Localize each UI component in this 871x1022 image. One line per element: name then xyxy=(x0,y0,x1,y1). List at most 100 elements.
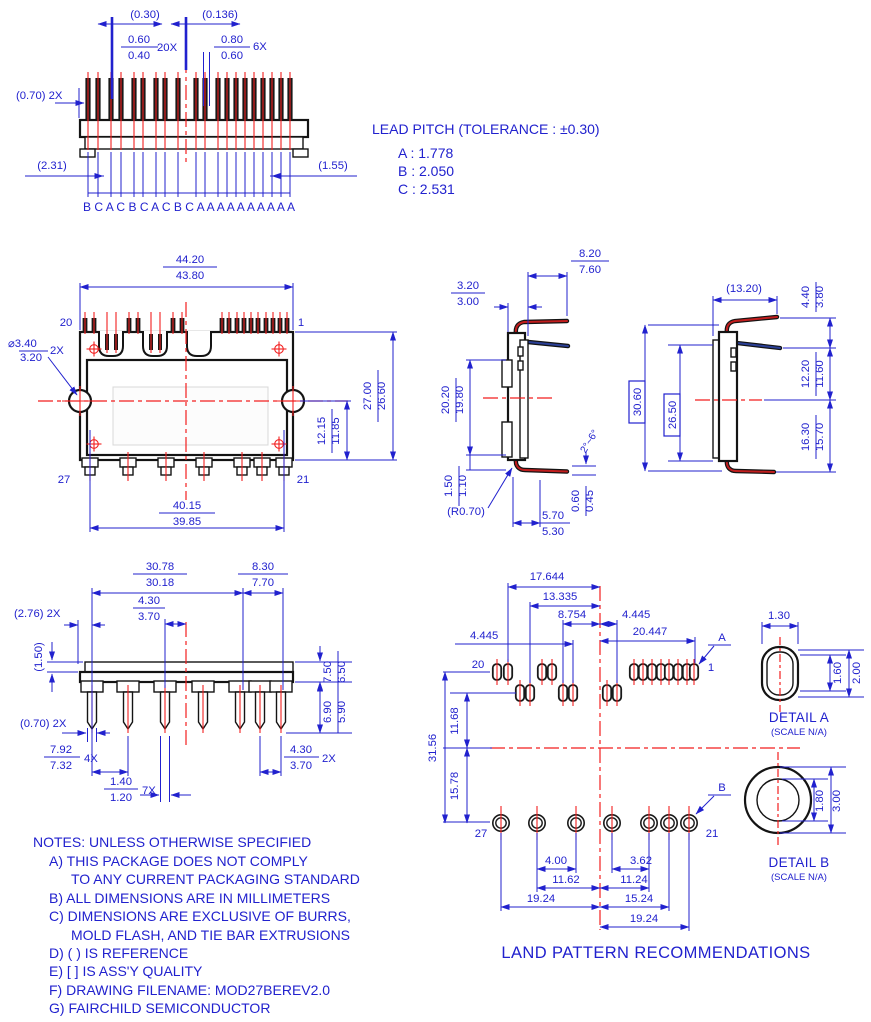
detail-a: 1.30 1.60 2.00 DETAIL A (SCALE N/A) xyxy=(760,610,864,738)
dim-8-30: 8.30 xyxy=(252,561,274,573)
corner-target-marks xyxy=(86,341,287,452)
dim-7-70: 7.70 xyxy=(252,577,274,589)
dim-4-30: 4.30 xyxy=(138,595,160,607)
dim-40-15: 40.15 xyxy=(173,500,201,512)
note-line-0: NOTES: UNLESS OTHERWISE SPECIFIED xyxy=(33,834,311,850)
centerlines xyxy=(38,302,348,500)
dim-5-90: 5.90 xyxy=(336,701,348,723)
dim-1-50-ref: (1.50) xyxy=(33,642,45,672)
dim-44-20: 44.20 xyxy=(176,254,204,266)
note-line-4: C) DIMENSIONS ARE EXCLUSIVE OF BURRS, xyxy=(49,908,351,924)
dim-3-00: 3.00 xyxy=(457,296,479,308)
pin-label-27: 27 xyxy=(58,474,71,486)
dim-11-60: 11.60 xyxy=(814,360,826,387)
pad-label-1: 1 xyxy=(708,662,714,674)
dim-1-20: 1.20 xyxy=(110,792,132,804)
dim-1-10: 1.10 xyxy=(457,475,469,497)
dim-1-30: 1.30 xyxy=(768,610,790,622)
dim-060b: 0.60 xyxy=(221,50,243,62)
dim-30-18: 30.18 xyxy=(146,577,174,589)
dim-4-445-right: 4.445 xyxy=(622,609,650,621)
dim-hole-qty: 2X xyxy=(50,345,64,357)
dim-3-80: 3.80 xyxy=(814,286,826,308)
lead-pitch-c: C : 2.531 xyxy=(398,181,455,197)
detail-a-title: DETAIL A xyxy=(769,710,829,725)
pin-pitch-detail-view: (0.30) (0.136) 0.60 0.40 20X 0.80 0.60 6… xyxy=(16,9,357,214)
dim-6-50: 6.50 xyxy=(336,661,348,683)
dim-8-20: 8.20 xyxy=(579,248,601,260)
dim-39-85: 39.85 xyxy=(173,516,201,528)
dim-7-50: 7.50 xyxy=(322,661,334,683)
qty-20x: 20X xyxy=(157,42,178,54)
pad-label-20: 20 xyxy=(472,659,485,671)
dim-27-00: 27.00 xyxy=(362,382,374,410)
dim-1-50: 1.50 xyxy=(443,475,455,497)
dim-3-62: 3.62 xyxy=(630,855,652,867)
dim-12-15: 12.15 xyxy=(316,417,328,445)
dim-hole-320: 3.20 xyxy=(20,352,42,364)
dim-26-60: 26.60 xyxy=(376,382,388,410)
dim-040: 0.40 xyxy=(128,50,150,62)
pad-label-27: 27 xyxy=(475,828,488,840)
dim-angle: 2°~6° xyxy=(579,428,602,455)
dim-0-136: (0.136) xyxy=(202,9,238,21)
dim-5-70: 5.70 xyxy=(542,510,564,522)
dim-1-80: 1.80 xyxy=(814,790,826,812)
dim-3-70: 3.70 xyxy=(138,611,160,623)
dim-8-754: 8.754 xyxy=(558,609,586,621)
dim-0-70-2x: (0.70) 2X xyxy=(20,718,67,730)
lead-pitch-b: B : 2.050 xyxy=(398,163,454,179)
lead-pitch-a: A : 1.778 xyxy=(398,145,453,161)
dim-0-30: (0.30) xyxy=(130,9,160,21)
qty-6x: 6X xyxy=(253,41,267,53)
dim-2-00: 2.00 xyxy=(851,662,863,684)
pitch-sequence-label: B C A C B C A C B C A A A A A A A A A A xyxy=(83,202,295,214)
dim-r0-70: (R0.70) xyxy=(447,506,485,518)
note-line-1: A) THIS PACKAGE DOES NOT COMPLY xyxy=(49,853,308,869)
detail-b: 1.80 3.00 DETAIL B (SCALE N/A) xyxy=(743,752,846,883)
qty-4x: 4X xyxy=(84,753,98,765)
dim-5-30: 5.30 xyxy=(542,526,564,538)
note-line-2: TO ANY CURRENT PACKAGING STANDARD xyxy=(71,871,360,887)
lead-pitch-title: LEAD PITCH (TOLERANCE : ±0.30) xyxy=(372,121,600,137)
dim-26-50-boxed: 26.50 xyxy=(667,401,679,429)
dim-15-78: 15.78 xyxy=(449,772,461,800)
dim-31-56: 31.56 xyxy=(427,734,439,762)
land-pads-row2 xyxy=(514,680,623,706)
note-line-6: D) ( ) IS REFERENCE xyxy=(49,945,188,961)
side-view: 8.20 7.60 3.20 3.00 20.20 19.80 1.50 1.1… xyxy=(440,248,609,538)
note-line-3: B) ALL DIMENSIONS ARE IN MILLIMETERS xyxy=(49,890,330,906)
lead-pitch-note: LEAD PITCH (TOLERANCE : ±0.30) A : 1.778… xyxy=(372,121,600,197)
land-pattern-title: LAND PATTERN RECOMMENDATIONS xyxy=(501,944,810,962)
dim-060: 0.60 xyxy=(128,34,150,46)
dim-7-32: 7.32 xyxy=(50,760,72,772)
qty-7x: 7X xyxy=(142,785,156,797)
note-line-5: MOLD FLASH, AND TIE BAR EXTRUSIONS xyxy=(71,927,350,943)
dim-11-62: 11.62 xyxy=(552,874,579,886)
dim-19-80: 19.80 xyxy=(454,386,466,414)
dim-hole-340: ⌀3.40 xyxy=(8,338,37,350)
land-pads-row1 xyxy=(491,659,700,685)
dim-1-55: (1.55) xyxy=(318,160,348,172)
dim-13-335: 13.335 xyxy=(543,591,578,603)
pin-label-21: 21 xyxy=(297,474,310,486)
notes-block: NOTES: UNLESS OTHERWISE SPECIFIED A) THI… xyxy=(33,834,360,1016)
dim-080: 0.80 xyxy=(221,34,243,46)
dim-4-445-left: 4.445 xyxy=(470,630,498,642)
callout-b: B xyxy=(718,782,726,794)
dim-070-2x: (0.70) 2X xyxy=(16,90,63,102)
dim-11-85: 11.85 xyxy=(330,417,342,444)
end-view: (13.20) 4.40 3.80 12.20 11.60 16.30 15.7… xyxy=(628,282,836,475)
pin-label-20: 20 xyxy=(60,317,73,329)
top-view: 44.20 43.80 27.00 26.60 12.15 11.85 40.1… xyxy=(8,254,397,532)
dim-30-60-boxed: 30.60 xyxy=(632,388,644,416)
land-pads-holes xyxy=(491,806,698,840)
dim-19-24-left: 19.24 xyxy=(527,893,555,905)
detail-a-scale: (SCALE N/A) xyxy=(771,727,827,738)
land-pattern-view: 17.644 13.335 8.754 4.445 20.447 4.445 A… xyxy=(427,571,810,962)
callout-a: A xyxy=(718,632,726,644)
dim-4-00: 4.00 xyxy=(545,855,567,867)
dim-4-40: 4.40 xyxy=(800,286,812,308)
